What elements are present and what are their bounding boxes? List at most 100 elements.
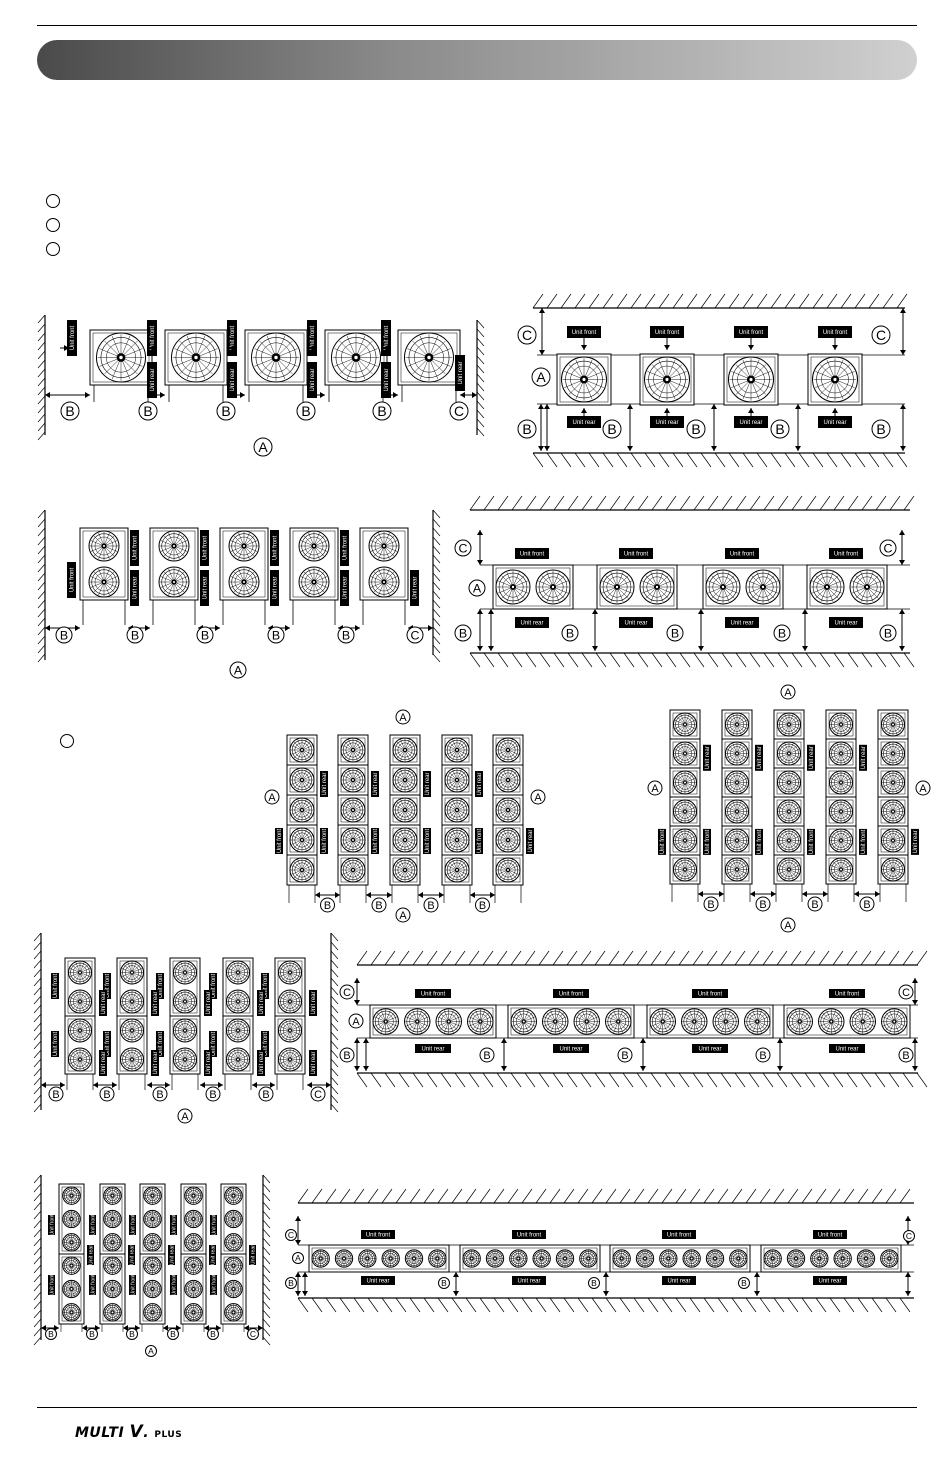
unit-tag-text: Unit rear xyxy=(259,1051,265,1074)
clearance-letter-b: B xyxy=(707,899,714,911)
clearance-label-b xyxy=(438,1277,450,1289)
fan-icon xyxy=(705,1249,725,1268)
fan-icon xyxy=(173,989,197,1014)
fan-icon xyxy=(184,1303,203,1322)
unit-tag-rear xyxy=(99,990,107,1016)
fan-icon xyxy=(673,741,697,766)
fan-icon xyxy=(573,1008,600,1035)
fan-icon xyxy=(340,797,366,823)
unit-tag-text: Unit rear xyxy=(809,746,815,769)
clearance-label-b xyxy=(48,1086,64,1102)
fan-icon xyxy=(228,530,260,562)
fan-icon xyxy=(849,569,885,605)
unit-tag-front xyxy=(156,973,164,999)
clearance-label-b xyxy=(475,897,490,913)
unit-tag-text: Unit front xyxy=(809,829,815,854)
unit-tag-front xyxy=(755,828,763,855)
unit-tag-rear xyxy=(526,828,534,854)
unit-tag-front xyxy=(725,548,759,559)
unit-tag-rear xyxy=(662,1276,696,1285)
fan-icon xyxy=(725,770,749,795)
fan-icon xyxy=(226,989,250,1014)
unit-tag-text: Unit rear xyxy=(206,991,212,1014)
fan-icon xyxy=(880,1249,899,1268)
clearance-letter-b: B xyxy=(272,628,280,642)
unit-tag-rear xyxy=(829,1044,865,1053)
clearance-label-b xyxy=(703,896,719,912)
fan-icon xyxy=(381,1249,400,1268)
fan-icon xyxy=(495,737,521,763)
clearance-label-b xyxy=(617,1047,633,1063)
fan-icon xyxy=(812,356,858,403)
clearance-letter-c: C xyxy=(250,1329,256,1339)
clearance-letter-c: C xyxy=(459,541,468,555)
fan-icon xyxy=(777,741,801,766)
unit-tag-text: Unit rear xyxy=(655,420,678,426)
fan-icon xyxy=(103,1233,122,1252)
unit-tag-text: Unit rear xyxy=(230,368,236,391)
unit-tag-text: Unit rear xyxy=(259,991,265,1014)
unit-tag-text: Unit rear xyxy=(203,576,209,599)
fan-icon xyxy=(298,530,330,562)
clearance-letter-b: B xyxy=(156,1089,163,1101)
clearance-letter-c: C xyxy=(522,327,532,343)
unit-tag-front xyxy=(275,828,283,854)
fan-icon xyxy=(818,1008,845,1035)
clearance-letter-c: C xyxy=(902,987,910,999)
fan-icon xyxy=(68,1047,92,1072)
outdoor-unit xyxy=(459,1244,601,1273)
clearance-letter-b: B xyxy=(221,403,230,419)
unit-tag-front xyxy=(170,1215,177,1235)
fan-icon xyxy=(881,828,905,853)
unit-tag-text: Unit front xyxy=(70,567,76,592)
unit-tag-text: Unit front xyxy=(133,535,139,560)
clearance-label-c xyxy=(406,626,424,644)
clearance-letter-b: B xyxy=(621,1050,628,1062)
fan-icon xyxy=(171,332,221,383)
fan-icon xyxy=(62,1233,81,1252)
unit-tag-text: Unit rear xyxy=(624,621,647,627)
clearance-letter-b: B xyxy=(52,1089,59,1101)
unit-tag-text: Unit rear xyxy=(206,1051,212,1074)
unit-tag-rear xyxy=(204,1050,212,1076)
clearance-label-a xyxy=(915,780,931,796)
clearance-letter-c: C xyxy=(876,327,886,343)
unit-tag-text: Unit rear xyxy=(413,576,419,599)
unit-tag-front xyxy=(381,320,391,356)
unit-tag-front xyxy=(567,326,601,338)
clearance-label-b xyxy=(296,401,316,421)
fan-icon xyxy=(495,827,521,853)
clearance-label-b xyxy=(126,1328,138,1340)
clearance-letter-b: B xyxy=(170,1329,176,1339)
clearance-label-b xyxy=(807,896,823,912)
clearance-label-c xyxy=(339,984,355,1000)
clearance-label-a xyxy=(264,789,280,805)
fan-icon xyxy=(289,797,315,823)
multi-v-plus-logo: MULTI V. PLUS xyxy=(75,1422,183,1442)
clearance-letter-a: A xyxy=(473,581,482,595)
unit-tag-front xyxy=(261,973,269,999)
fan-icon xyxy=(435,1008,462,1035)
unit-tag-text: Unit front xyxy=(211,1031,217,1056)
clearance-letter-b: B xyxy=(441,1278,447,1288)
unit-tag-rear xyxy=(249,1245,256,1265)
fan-icon xyxy=(103,1186,122,1205)
fan-icon xyxy=(184,1256,203,1275)
clearance-letter-b: B xyxy=(103,1089,110,1101)
fan-icon xyxy=(644,356,690,403)
unit-tag-rear xyxy=(87,1245,94,1265)
unit-tag-text: Unit front xyxy=(53,1031,59,1056)
unit-tag-text: Unit rear xyxy=(818,1279,841,1285)
header-rule xyxy=(37,25,917,26)
clearance-letter-a: A xyxy=(536,369,546,385)
unit-tag-text: Unit rear xyxy=(698,1047,721,1053)
unit-tag-front xyxy=(147,320,157,356)
unit-tag-rear xyxy=(371,771,379,797)
fan-icon xyxy=(681,1008,708,1035)
unit-tag-rear xyxy=(515,617,549,628)
clearance-letter-a: A xyxy=(268,792,276,804)
fan-icon xyxy=(62,1303,81,1322)
clearance-letter-b: B xyxy=(459,626,467,640)
unit-tag-text: Unit front xyxy=(818,1233,843,1239)
